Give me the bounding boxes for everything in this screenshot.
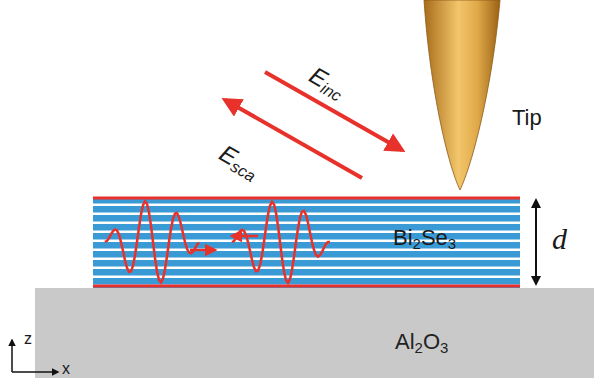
tip-cone [420,0,570,196]
thickness-arrow [535,200,537,284]
substrate [35,288,594,378]
bottom-surface [93,285,520,288]
field-label: Esca [215,140,264,184]
top-surface [93,197,520,200]
film-layers [93,196,520,288]
wave-packet [105,201,199,282]
incident-beam [265,72,402,150]
wave-packet [232,202,330,283]
dimension-label: d [552,222,567,255]
waveguide-modes [105,201,330,283]
probe-tip: Tip [420,0,570,196]
tip-label: Tip [512,106,542,130]
x-axis [12,371,58,373]
substrate-layer: Al2O3 [35,288,594,378]
z-axis [11,340,13,372]
propagation-arrow [190,249,215,252]
axis-label: x [62,360,70,378]
material-label: Bi2Se3 [393,226,456,250]
propagation-arrow [232,235,258,238]
film-layer: Bi2Se3 [93,196,520,288]
axis-label: z [24,330,32,348]
substrate-label: Al2O3 [395,330,448,354]
